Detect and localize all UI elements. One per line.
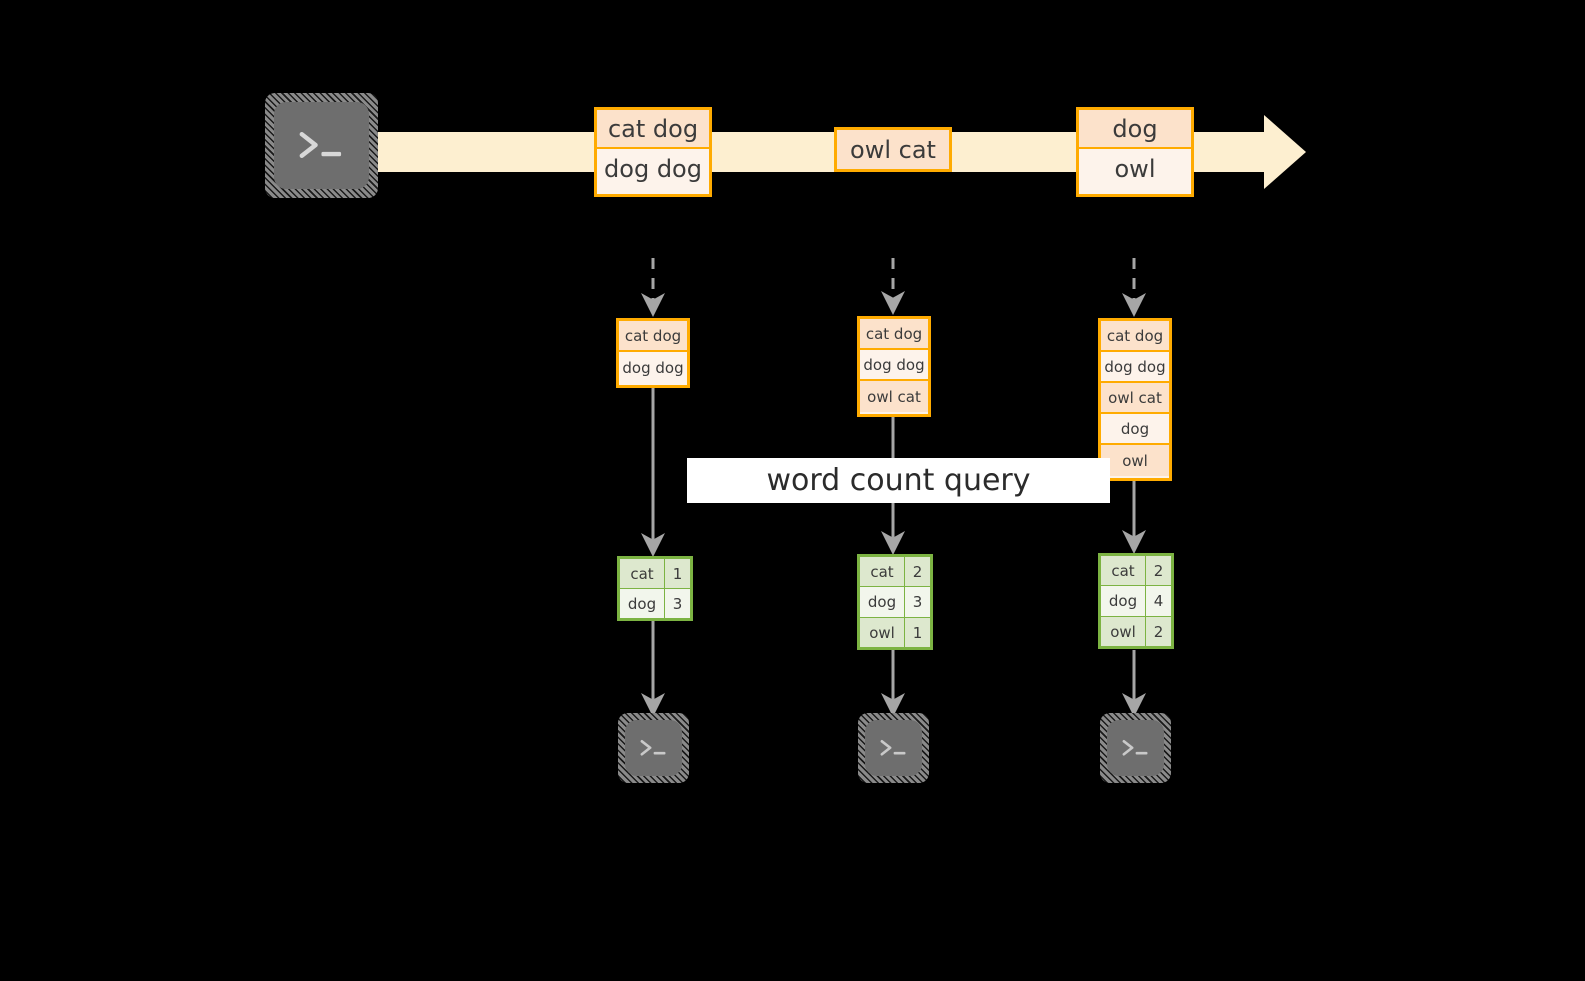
table-row: owl 1: [858, 617, 932, 649]
column-3-input-line-3: owl cat: [1101, 383, 1169, 414]
query-label-text: word count query: [766, 463, 1031, 498]
column-3-result-count-3: 2: [1145, 616, 1173, 648]
terminal-body: [625, 720, 682, 776]
column-2-input-line-2: dog dog: [860, 350, 928, 381]
column-1-result-count-2: 3: [664, 588, 692, 620]
column-1-result-word-1: cat: [618, 557, 665, 589]
column-1-result-count-1: 1: [664, 557, 692, 589]
stream-event-1-line-2: dog dog: [597, 149, 709, 188]
stream-event-1-line-1: cat dog: [597, 110, 709, 149]
column-1-result-table[interactable]: cat 1 dog 3: [617, 556, 693, 621]
column-2-result-count-1: 2: [904, 555, 932, 587]
terminal-body: [274, 102, 369, 189]
column-1-sink-terminal-icon[interactable]: [618, 713, 689, 783]
column-2-result-table[interactable]: cat 2 dog 3 owl 1: [857, 554, 933, 650]
column-3-result-word-1: cat: [1099, 554, 1146, 586]
column-1-input-stack[interactable]: cat dog dog dog: [616, 318, 690, 388]
column-2-input-line-3: owl cat: [860, 381, 928, 412]
column-2-result-count-3: 1: [904, 617, 932, 649]
stream-event-3-line-2: owl: [1079, 149, 1191, 188]
column-2-input-stack[interactable]: cat dog dog dog owl cat: [857, 316, 931, 417]
column-3-result-count-1: 2: [1145, 554, 1173, 586]
column-3-result-word-2: dog: [1099, 585, 1146, 617]
query-label: word count query: [687, 458, 1110, 503]
table-row: owl 2: [1099, 616, 1173, 648]
column-1-result-word-2: dog: [618, 588, 665, 620]
column-3-input-stack[interactable]: cat dog dog dog owl cat dog owl: [1098, 318, 1172, 481]
stream-event-2[interactable]: owl cat: [834, 127, 952, 172]
table-row: cat 1: [618, 557, 692, 589]
table-row: cat 2: [1099, 554, 1173, 586]
source-terminal-icon[interactable]: [265, 93, 378, 198]
table-row: dog 3: [858, 586, 932, 618]
table-row: cat 2: [858, 555, 932, 587]
column-3-input-line-2: dog dog: [1101, 352, 1169, 383]
column-3-input-line-5: owl: [1101, 445, 1169, 476]
terminal-body: [1107, 720, 1164, 776]
stream-arrowhead: [1264, 115, 1306, 189]
stream-event-1[interactable]: cat dog dog dog: [594, 107, 712, 197]
stream-event-3[interactable]: dog owl: [1076, 107, 1194, 197]
column-3-result-count-2: 4: [1145, 585, 1173, 617]
column-2-result-count-2: 3: [904, 586, 932, 618]
column-3-sink-terminal-icon[interactable]: [1100, 713, 1171, 783]
column-1-input-line-2: dog dog: [619, 352, 687, 383]
column-2-input-line-1: cat dog: [860, 319, 928, 350]
table-row: dog 3: [618, 588, 692, 620]
terminal-prompt-glyph: [876, 731, 911, 766]
column-2-sink-terminal-icon[interactable]: [858, 713, 929, 783]
table-row: dog 4: [1099, 585, 1173, 617]
terminal-prompt-glyph: [636, 731, 671, 766]
column-3-input-line-1: cat dog: [1101, 321, 1169, 352]
terminal-prompt-glyph: [1118, 731, 1153, 766]
column-2-result-word-1: cat: [858, 555, 905, 587]
column-3-input-line-4: dog: [1101, 414, 1169, 445]
stream-event-2-line-1: owl cat: [837, 130, 949, 169]
terminal-body: [865, 720, 922, 776]
terminal-prompt-glyph: [292, 119, 351, 173]
column-3-result-table[interactable]: cat 2 dog 4 owl 2: [1098, 553, 1174, 649]
column-3-result-word-3: owl: [1099, 616, 1146, 648]
column-2-result-word-2: dog: [858, 586, 905, 618]
column-1-input-line-1: cat dog: [619, 321, 687, 352]
column-2-result-word-3: owl: [858, 617, 905, 649]
stream-event-3-line-1: dog: [1079, 110, 1191, 149]
